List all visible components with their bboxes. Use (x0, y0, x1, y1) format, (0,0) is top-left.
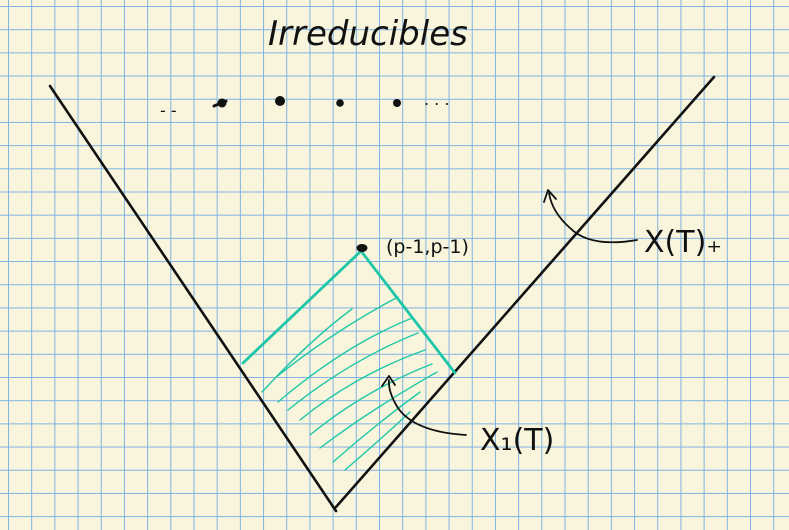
apex-dot (356, 244, 368, 252)
x-plus-annotation: X(T)₊ (543, 189, 722, 260)
apex-label: (p-1,p-1) (386, 236, 469, 258)
cone-right-boundary (334, 75, 716, 509)
dot-2 (275, 96, 285, 106)
dot-3 (336, 99, 344, 107)
trailing-dots: . . . (424, 90, 449, 109)
x1-annotation: X₁(T) (381, 375, 554, 458)
title-text: Irreducibles (268, 14, 468, 54)
x1-label: X₁(T) (480, 423, 554, 458)
region-hatching (261, 296, 438, 471)
dot-1 (217, 98, 227, 108)
x-plus-label: X(T)₊ (644, 225, 722, 260)
restricted-region (241, 249, 457, 471)
cone-left-boundary (48, 84, 338, 513)
irreducibles-dot-row: - - . . . (160, 90, 449, 120)
leading-dashes: - - (160, 101, 177, 120)
dot-4 (393, 99, 401, 107)
cone-v-shape (48, 75, 716, 513)
